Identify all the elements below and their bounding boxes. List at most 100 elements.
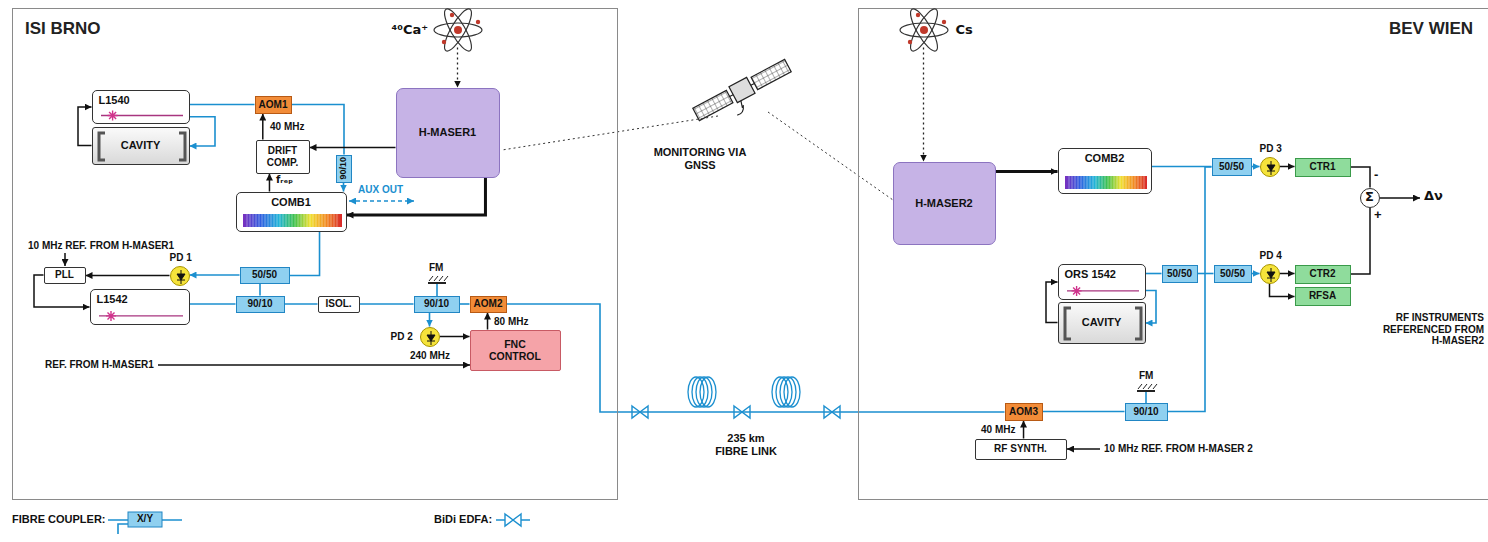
fibre-link [190, 274, 240, 276]
sample-fibre [118, 524, 128, 534]
laser-star [106, 310, 116, 320]
solar-panel [751, 59, 791, 89]
pd-symbol [1261, 265, 1281, 285]
electron [449, 12, 453, 16]
mirror-hatch [1138, 384, 1157, 389]
fibre-coupler: 50/50 [240, 267, 290, 284]
signal-wire [269, 174, 271, 192]
signal-wire [1280, 273, 1295, 275]
nucleus [454, 26, 462, 34]
fibre-link [1152, 166, 1212, 168]
node-text: CTR2 [1309, 268, 1335, 280]
spool-turn [784, 377, 800, 407]
reference-arrow [1067, 448, 1100, 450]
laser-box: ORS 1542 [1058, 264, 1146, 300]
sign-label: - [1374, 168, 1378, 183]
fibre-link [190, 117, 216, 146]
photodiode: PD 3 [1260, 157, 1280, 177]
comb-lines [247, 214, 337, 227]
aom-box: AOM1 [255, 96, 292, 114]
fibre-link [360, 303, 414, 305]
node-text: Σ [1365, 190, 1374, 205]
fibre-coupler: 90/10 [414, 296, 460, 313]
fibre-link [1043, 411, 1125, 413]
reference-link [923, 48, 924, 162]
laser-box: L1540 [92, 90, 190, 124]
reference-label: REF. FROM H-MASER1 [45, 359, 154, 371]
orbit [905, 5, 941, 54]
site-panel: BEV WIENCsH-MASER2COMB2ORS 1542CAVITY50/… [858, 8, 1488, 500]
node-label: PD 1 [170, 252, 192, 264]
aom-box: AOM2 [470, 296, 507, 313]
atom-orbits [434, 5, 482, 54]
reference-link [457, 48, 458, 88]
counter-box: CTR1 [1295, 158, 1351, 177]
signal-wire [1023, 421, 1025, 439]
comb-box: COMB1 [236, 192, 347, 232]
fibre-link [429, 313, 431, 327]
comb-spectrum [243, 214, 342, 227]
gnss-link [768, 112, 893, 200]
control-box: DRIFT COMP. [256, 140, 310, 174]
atom-orbits [900, 5, 948, 54]
pd-symbol [421, 328, 441, 348]
diode-symbol [427, 331, 435, 345]
satellite-body [729, 77, 755, 102]
fibre-coupler: 90/10 [236, 296, 285, 313]
signal-wire [996, 170, 1058, 173]
node-text: 90/10 [247, 298, 272, 310]
signal-wire [440, 336, 470, 338]
photodiode: PD 2 [420, 327, 440, 347]
note-label: RF INSTRUMENTS REFERENCED FROM H-MASER2 [1376, 312, 1484, 347]
laser-star [1071, 285, 1081, 295]
node-text: L1542 [97, 293, 128, 306]
fibre-link [190, 104, 255, 106]
node-text: 90/10 [424, 298, 449, 310]
electron [907, 39, 911, 43]
node-text: RFSA [1309, 290, 1336, 302]
sum-circle: Σ [1360, 188, 1380, 208]
atom-icon: Cs [898, 12, 950, 48]
mirror-plate [1137, 390, 1155, 392]
reference-arrow [64, 253, 66, 266]
node-label: PD 2 [391, 331, 413, 343]
node-text: ISOL. [325, 298, 351, 310]
node-text: FNC CONTROL [489, 338, 541, 362]
signal-wire [1280, 166, 1295, 168]
cavity-box: CAVITY [1058, 302, 1146, 344]
maser-box: H-MASER1 [396, 88, 500, 178]
mirror-fibre [1145, 392, 1147, 403]
isolator-box: ISOL. [318, 296, 360, 313]
legend-edfa-sample [496, 514, 530, 526]
node-text: AOM1 [259, 99, 288, 111]
orbit [439, 5, 475, 54]
signal-wire [1270, 284, 1295, 297]
node-text: CAVITY [121, 139, 161, 152]
node-label: PD 3 [1260, 143, 1282, 155]
electron [475, 19, 479, 23]
node-text: H-MASER1 [419, 126, 476, 139]
fibre-coupler: 90/10 [336, 155, 352, 183]
node-text: 50/50 [1220, 268, 1245, 280]
spool-turn [700, 377, 716, 407]
node-text: CAVITY [1082, 316, 1122, 329]
fibre-link [259, 284, 261, 296]
signal-label: fᵣₑₚ [276, 174, 293, 186]
signal-wire [86, 275, 170, 277]
port-label: AUX OUT [358, 184, 403, 196]
satellite-antenna [732, 101, 746, 116]
fibre-link [1168, 167, 1212, 412]
photodiode: PD 4 [1260, 264, 1280, 284]
spool-turn [780, 377, 796, 407]
comb-lines [1069, 176, 1144, 189]
fibre-spool [688, 377, 800, 407]
reference-label: 10 MHz REF. FROM H-MASER1 [28, 240, 174, 252]
output-label: Δν [1424, 189, 1443, 204]
photodiode: PD 1 [170, 266, 190, 286]
sample-edfa [505, 514, 521, 526]
pd-symbol [1261, 158, 1281, 178]
legend-coupler-sample [108, 512, 182, 534]
link-label: 235 km FIBRE LINK [710, 432, 782, 457]
signal-wire [310, 147, 396, 149]
fibre-link [285, 303, 318, 305]
